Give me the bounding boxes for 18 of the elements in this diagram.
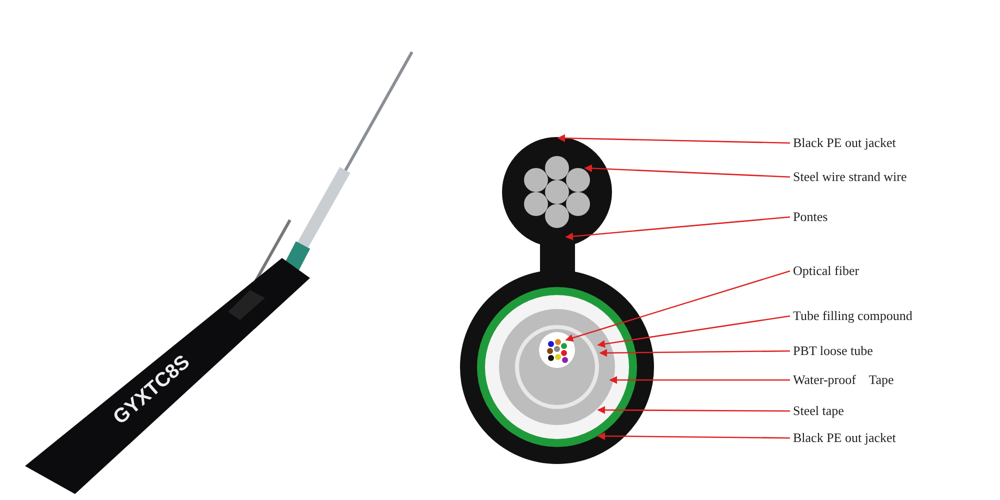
- part-label: Black PE out jacket: [793, 135, 896, 151]
- part-label: Steel wire strand wire: [793, 169, 907, 185]
- part-label: Optical fiber: [793, 263, 860, 279]
- leader-line: [597, 315, 790, 348]
- part-label: Tube filling compound: [793, 308, 912, 324]
- part-label: Pontes: [793, 209, 828, 225]
- leader-line: [565, 216, 790, 240]
- leader-line: [597, 406, 790, 414]
- part-label: Water-proof Tape: [793, 372, 894, 388]
- leader-line: [557, 134, 790, 144]
- part-label: PBT loose tube: [793, 343, 873, 359]
- leader-line: [597, 432, 790, 440]
- leader-line: [609, 376, 790, 384]
- part-label: Steel tape: [793, 403, 844, 419]
- leader-line: [565, 270, 790, 342]
- part-label: Black PE out jacket: [793, 430, 896, 446]
- leader-line: [599, 349, 790, 357]
- leader-line: [584, 164, 790, 178]
